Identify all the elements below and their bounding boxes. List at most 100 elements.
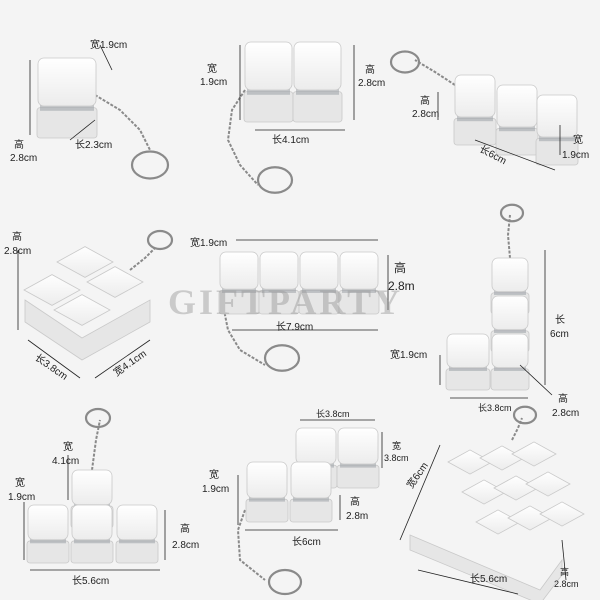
key-switch [222,286,256,293]
keycap [491,333,529,368]
dimension-line [399,444,441,541]
key-switch [293,495,329,502]
dim-label: 1.9cm [8,492,36,503]
key-base [409,534,563,600]
keycap [116,504,158,541]
dim-label: 长3.8cm [316,409,350,419]
keycap [37,57,97,107]
dimension-line [94,339,151,379]
key-ring [84,407,112,429]
key-base [245,498,289,523]
dim-label: 2.8cm [412,109,440,120]
keycap [295,427,337,465]
keycap [244,41,293,91]
dim-label: 2.8cm [358,78,386,89]
dim-label: 2.8m [346,511,369,522]
chain [94,94,151,151]
chain [221,299,266,366]
keycap [491,257,529,292]
dim-label: 高 [365,65,375,76]
key-switch [499,124,535,132]
key-ring [256,166,294,194]
key-switch [119,537,155,544]
dim-label: 高 [350,497,360,508]
dimension-line [69,119,96,141]
dimension-line [561,539,567,581]
key-switch [494,365,526,371]
key-base [495,127,539,156]
key-switch [249,495,285,502]
dim-label: 6cm [550,329,569,340]
keycap [86,266,144,298]
dimension-line [519,364,553,396]
keycap [219,251,259,290]
dim-label: 2.8cm [10,153,38,164]
keycap [496,84,538,128]
dim-label: 高 [560,567,570,577]
dim-label: 宽 [209,470,219,481]
key-base [453,118,497,146]
dim-label: 长5.6cm [470,574,508,585]
keycap [539,501,585,527]
dim-label: 2.8cm [552,408,580,419]
dim-label: 4.1cm [52,456,80,467]
chain [129,247,156,271]
dim-label: 高 [180,524,190,535]
keycap [293,41,342,91]
keycap [525,471,571,497]
dim-label: 2.8cm [172,540,200,551]
key-base [36,107,98,139]
key-switch [30,537,66,544]
dim-label: 宽1.9cm [90,40,128,51]
keycap [507,505,553,531]
dim-label: 1.9cm [200,77,228,88]
keycap [461,479,507,505]
keycap [475,509,521,535]
key-switch [539,134,575,142]
key-ring [263,344,301,372]
keycap [339,251,379,290]
key-switch [340,461,376,468]
key-ring [130,150,170,180]
keycap [447,449,493,475]
dim-label: 宽 [63,442,73,453]
key-switch [449,365,487,371]
key-switch [302,286,336,293]
dim-label: 高 [14,140,24,151]
key-base [115,540,159,564]
dim-label: 宽1.9cm [190,238,228,249]
keycap [511,441,557,467]
dimension-line [99,44,113,71]
key-switch [74,537,110,544]
dim-label: 长5.6cm [72,576,110,587]
chain [226,89,259,186]
keycap [246,461,288,499]
dim-label: 宽 [392,441,402,451]
dimension-line [27,339,81,379]
key-base [26,540,70,564]
dim-label: 2.8m [388,279,415,293]
dim-label: 2.8cm [554,579,579,589]
keycap [23,274,81,306]
keycap [259,251,299,290]
dim-label: 长6cm [292,537,321,548]
keycap [454,74,496,118]
key-switch [342,286,376,293]
dim-label: 长2.3cm [75,140,113,151]
keycap [299,251,339,290]
dim-label: 3.8cm [384,453,409,463]
keycap [536,94,578,138]
keycap [290,461,332,499]
dim-label: 长3.8cm [478,403,512,413]
keycap [53,294,111,326]
dimension-line [417,569,519,595]
dim-label: 长 [555,315,565,326]
key-switch [40,102,94,111]
key-switch [247,86,290,95]
keycap [27,504,69,541]
chain [414,59,456,86]
key-base [336,464,380,489]
key-base [70,540,114,564]
keycap [479,445,525,471]
